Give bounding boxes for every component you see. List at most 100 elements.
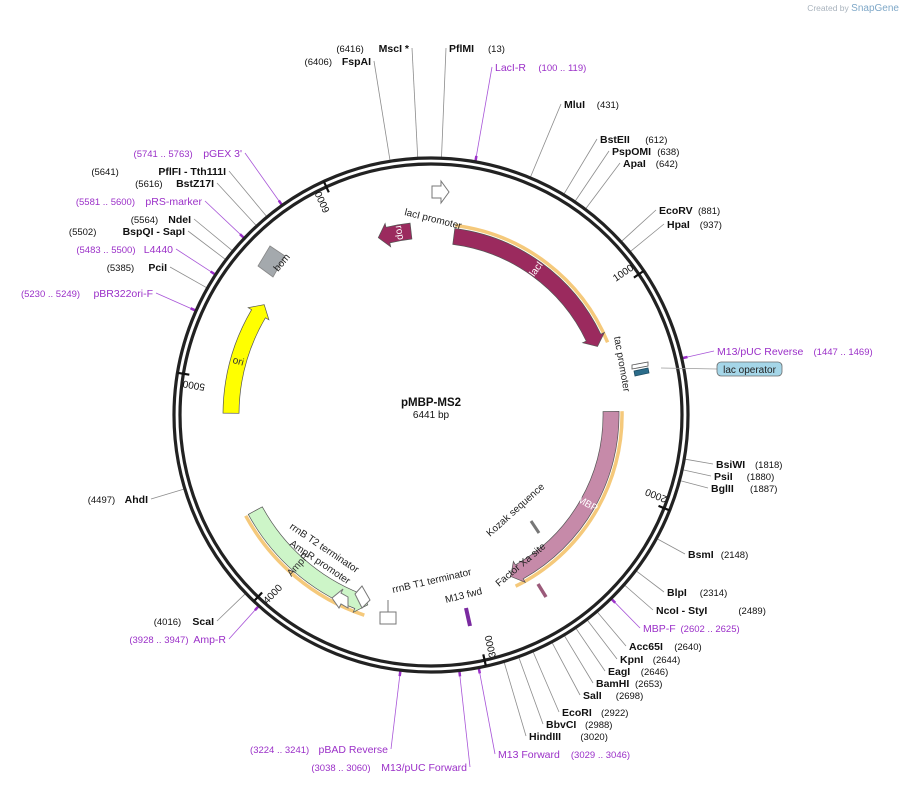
leader-line xyxy=(169,266,207,289)
site-bamhi: BamHI(2653) xyxy=(596,678,662,690)
site-position: (5230 .. 5249) xyxy=(21,289,80,300)
leader-line xyxy=(193,218,233,251)
site-eagi: EagI(2646) xyxy=(608,666,668,678)
site-name: BstZ17I xyxy=(176,178,214,190)
lac-operator-glyph xyxy=(633,367,650,377)
site-pgex-3-: pGEX 3' (5741 .. 5763) xyxy=(134,148,242,160)
site-name: M13/pUC Forward xyxy=(381,762,467,774)
site-position: (2644) xyxy=(653,655,680,666)
site-position: (5616) xyxy=(135,179,162,190)
site-position: (6416) xyxy=(336,44,363,55)
leader-line xyxy=(630,223,665,252)
leader-line xyxy=(532,651,560,713)
site-position: (6406) xyxy=(305,57,332,68)
leader-line xyxy=(459,671,471,768)
tick-mark xyxy=(633,269,645,279)
rrnb-t2-glyph xyxy=(354,585,371,609)
site-position: (2988) xyxy=(585,720,612,731)
site-name: PciI xyxy=(148,262,167,274)
site-prs-marker: pRS-marker(5581 .. 5600) xyxy=(76,196,203,208)
leader-line xyxy=(587,619,618,660)
site-position: (4016) xyxy=(154,617,181,628)
site-laci-r: LacI-R(100 .. 119) xyxy=(495,62,586,74)
tick-label: 6000 xyxy=(313,189,332,214)
site-sali: SalI(2698) xyxy=(583,690,643,702)
ampr-promoter-glyph xyxy=(331,588,349,609)
leader-line xyxy=(563,138,598,195)
tick-label: 4000 xyxy=(262,582,286,606)
leader-line xyxy=(680,480,709,489)
site-name: NcoI - StyI xyxy=(656,605,707,617)
site-apai: ApaI(642) xyxy=(623,158,678,170)
leader-line xyxy=(155,292,196,311)
site-position: (642) xyxy=(656,159,678,170)
leader-line xyxy=(585,162,621,209)
site-name: EcoRV xyxy=(659,205,693,217)
site-name: KpnI xyxy=(620,654,643,666)
lac-operator-label: lac operator xyxy=(723,365,776,376)
tick-label: 2000 xyxy=(643,485,668,504)
site-position: (3928 .. 3947) xyxy=(129,635,188,646)
tick-mark xyxy=(253,591,263,602)
tick-label: 3000 xyxy=(483,634,499,659)
leader-line xyxy=(685,458,714,465)
site-name: pGEX 3' xyxy=(203,148,242,160)
site-position: (3224 .. 3241) xyxy=(250,745,309,756)
leader-line xyxy=(216,182,257,226)
site-position: (5564) xyxy=(131,215,158,226)
site-name: L4440 xyxy=(144,244,173,256)
site-position: (2640) xyxy=(674,642,701,653)
leader-line xyxy=(621,209,657,242)
site-position: (612) xyxy=(645,135,667,146)
AmpR-feature-arrow xyxy=(247,506,369,614)
site-position: (2148) xyxy=(721,550,748,561)
small-feature-glyphs xyxy=(257,179,650,627)
feature-label-m13-fwd: M13 fwd xyxy=(444,586,483,606)
site-bstz17i: BstZ17I (5616) xyxy=(135,178,214,190)
site-name: NdeI xyxy=(168,214,191,226)
site-name: HindIII xyxy=(529,731,561,743)
site-position: (5581 .. 5600) xyxy=(76,197,135,208)
site-name: PsiI xyxy=(714,471,733,483)
ori-feature-label: ori xyxy=(231,355,245,369)
site-bsteii: BstEII(612) xyxy=(600,134,667,146)
site-name: BamHI xyxy=(596,678,629,690)
site-position: (5641) xyxy=(91,167,118,178)
leader-line xyxy=(624,584,654,611)
plasmid-size: 6441 bp xyxy=(413,410,450,421)
backbone-outer-ring xyxy=(172,156,690,674)
tick-mark xyxy=(482,654,487,667)
leader-line xyxy=(175,248,216,275)
site-name: BspQI - SapI xyxy=(123,226,186,238)
lacI-feature-arrow xyxy=(452,228,606,347)
leader-line xyxy=(682,350,715,359)
ori-feature-arrow xyxy=(222,304,270,414)
leader-line xyxy=(636,570,665,593)
site-name: SalI xyxy=(583,690,602,702)
site-position: (1447 .. 1469) xyxy=(814,347,873,358)
credit-prefix: Created by xyxy=(807,3,849,13)
site-position: (5741 .. 5763) xyxy=(134,149,193,160)
site-bglii: BglII(1887) xyxy=(711,483,777,495)
site-name: HpaI xyxy=(667,219,690,231)
site-ecori: EcoRI(2922) xyxy=(562,707,628,719)
site-psii: PsiI(1880) xyxy=(714,471,774,483)
site-pflfi-tth111i: PflFI - Tth111I(5641) xyxy=(91,166,226,178)
site-name: Amp-R xyxy=(193,634,226,646)
site-position: (2646) xyxy=(641,667,668,678)
leader-line xyxy=(411,47,419,158)
leader-line xyxy=(551,642,581,696)
leader-line xyxy=(204,200,244,238)
tick-mark xyxy=(658,504,671,512)
site-m13-puc-reverse: M13/pUC Reverse(1447 .. 1469) xyxy=(717,346,873,358)
site-position: (2602 .. 2625) xyxy=(681,624,740,635)
site-pspomi: PspOMI(638) xyxy=(612,146,679,158)
site-name: EcoRI xyxy=(562,707,592,719)
site-acc65i: Acc65I(2640) xyxy=(629,641,702,653)
site-pbr322ori-f: pBR322ori-F(5230 .. 5249) xyxy=(21,288,153,300)
leader-line xyxy=(564,635,594,684)
site-amp-r: Amp-R (3928 .. 3947) xyxy=(129,634,226,646)
site-ncoi-styi: NcoI - StyI(2489) xyxy=(656,605,766,617)
